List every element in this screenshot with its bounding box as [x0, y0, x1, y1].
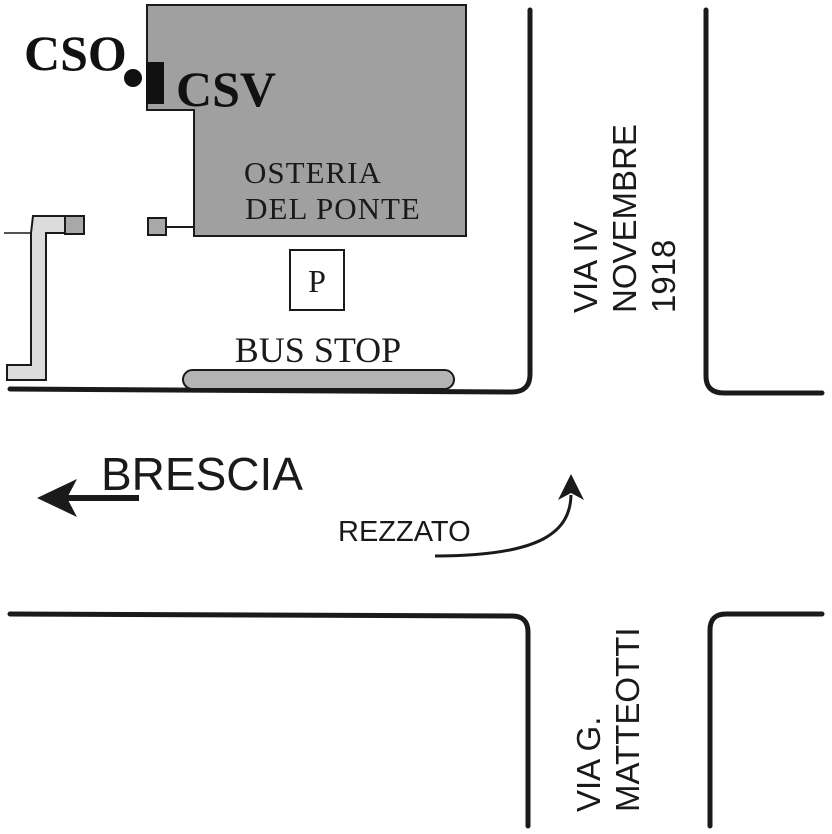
small-box-left	[64, 215, 85, 235]
csv-marker-bar	[146, 62, 164, 104]
road-edge-bottom-right	[707, 611, 825, 829]
small-box-right	[147, 217, 167, 236]
osteria-building	[146, 4, 467, 237]
bus-stop-label: BUS STOP	[235, 330, 401, 370]
road-edge-bottom-left	[7, 611, 531, 829]
roads	[7, 7, 825, 829]
via-iv-line3: 1918	[645, 240, 682, 313]
brescia-label: BRESCIA	[101, 448, 303, 500]
road-edge-top-right	[703, 7, 825, 396]
cso-marker-dot	[124, 69, 142, 87]
via-iv-line1: VIA IV	[567, 221, 604, 313]
parking-sign	[289, 249, 345, 311]
matteotti-line2: MATTEOTTI	[609, 627, 646, 812]
matteotti-line1: VIA G.	[570, 717, 607, 812]
arrow-curved-up-icon	[434, 474, 584, 558]
csv-label: CSV	[176, 61, 276, 117]
bus-stop-platform	[182, 369, 455, 390]
arrow-left-icon	[37, 479, 139, 517]
rezzato-label: REZZATO	[338, 516, 471, 548]
via-iv-line2: NOVEMBRE	[606, 124, 643, 313]
street-label-via-iv-novembre: VIA IV NOVEMBRE 1918	[567, 124, 682, 313]
street-label-via-matteotti: VIA G. MATTEOTTI	[570, 627, 646, 812]
left-structure	[6, 215, 66, 381]
parking-label: P	[308, 263, 326, 299]
building-name-line2: DEL PONTE	[245, 191, 421, 226]
cso-label: CSO	[24, 25, 127, 81]
road-edge-top-left	[7, 7, 533, 395]
building-name-line1: OSTERIA	[244, 155, 382, 190]
